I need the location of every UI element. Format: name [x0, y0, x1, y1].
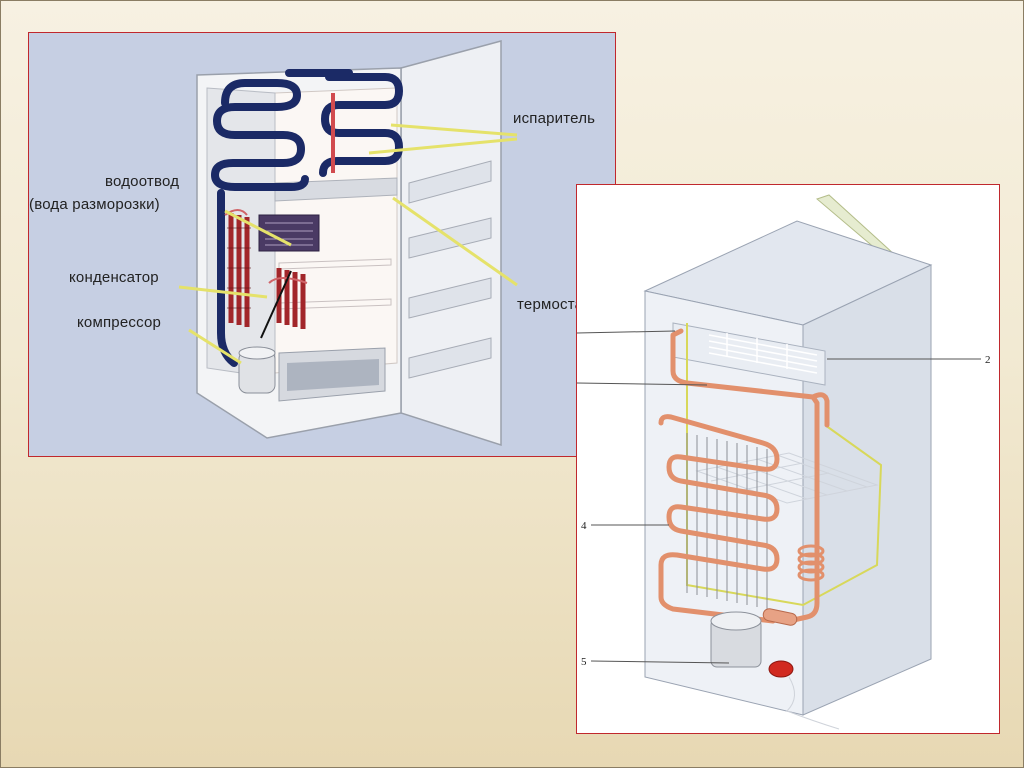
refrigerator-labeled-diagram: испаритель водоотвод (вода разморозки) к…	[29, 40, 595, 447]
label-part-5: 5	[581, 656, 587, 668]
black-pointer	[260, 270, 292, 339]
right-diagram-panel: 2 4 5	[576, 184, 1000, 734]
door-shelf	[408, 277, 492, 319]
door-shelf	[408, 337, 492, 379]
label-drain-line1: водоотвод	[105, 173, 179, 190]
label-drain-line2: (вода разморозки)	[29, 196, 160, 213]
filter-drier	[762, 608, 798, 626]
door-shelf	[408, 160, 492, 204]
evaporator-tubes	[211, 69, 403, 367]
cabinet-side	[802, 264, 932, 716]
compressor-top	[710, 611, 762, 631]
number-leaders	[577, 330, 981, 664]
start-relay	[768, 660, 794, 678]
condenser-fins	[686, 433, 768, 609]
left-diagram-panel: испаритель водоотвод (вода разморозки) к…	[28, 32, 616, 457]
refrigerator-numbered-diagram: 2 4 5	[577, 194, 991, 730]
label-condenser: конденсатор	[69, 269, 159, 286]
evaporator-grid	[708, 333, 818, 374]
drain-tray-grid	[265, 222, 313, 246]
copper-tubes	[658, 328, 830, 624]
leader-lines	[178, 123, 518, 365]
label-compressor: компрессор	[77, 314, 161, 331]
label-part-2: 2	[985, 354, 991, 366]
wire-shelf	[278, 258, 392, 270]
condenser-fins	[227, 227, 251, 309]
label-thermostat: термостат	[517, 296, 590, 313]
compressor-top	[238, 346, 276, 360]
label-part-4: 4	[581, 520, 587, 532]
capillary-coil	[797, 544, 825, 582]
crisper-front	[287, 359, 379, 391]
label-evaporator: испаритель	[513, 110, 595, 127]
thermostat-capillary	[331, 93, 335, 173]
power-cord	[786, 676, 840, 730]
